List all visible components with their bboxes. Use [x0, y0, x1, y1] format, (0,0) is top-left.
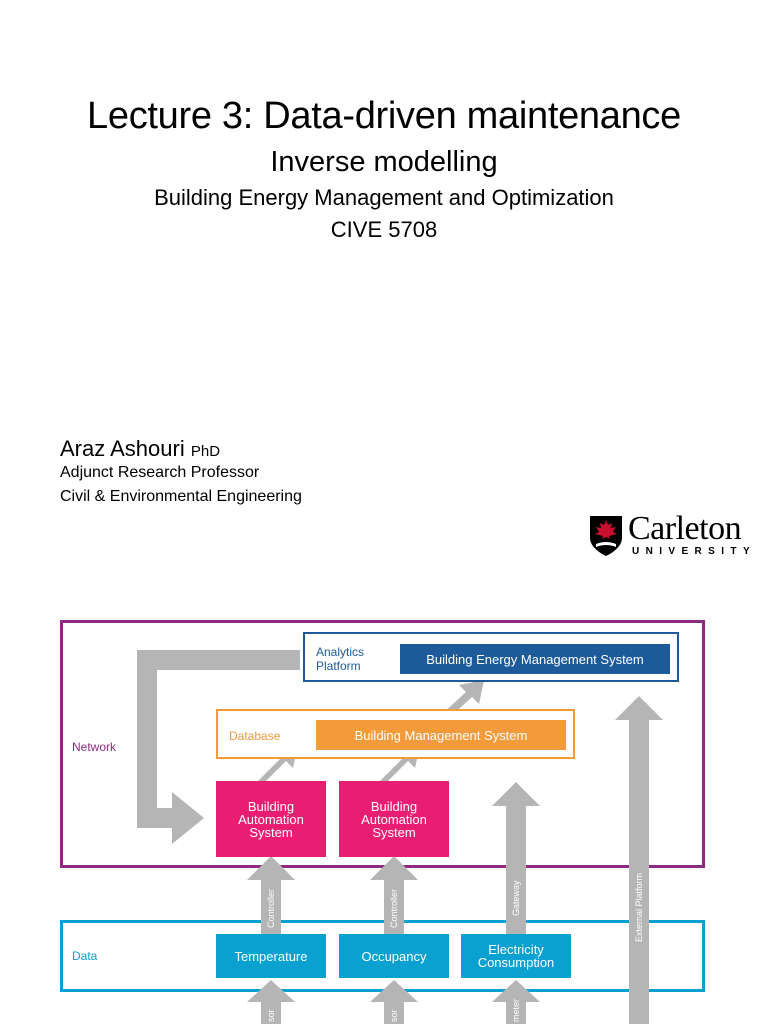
author-name-line: Araz Ashouri PhD	[60, 436, 220, 462]
external-platform-label: External Platform	[634, 873, 644, 942]
course-code: CIVE 5708	[330, 217, 438, 242]
author-name: Araz Ashouri	[60, 436, 185, 461]
slide-title: Lecture 3: Data-driven maintenance	[87, 95, 681, 137]
bems-box: Building Energy Management System	[400, 644, 670, 674]
analytics-platform-label: Analytics Platform	[316, 645, 365, 673]
database-label: Database	[229, 729, 281, 743]
author-role: Adjunct Research Professor	[60, 464, 260, 481]
electricity-label: Electricity Consumption	[477, 942, 555, 970]
controller-arrow-2	[370, 856, 418, 934]
sensor-arrow-2	[370, 980, 418, 1024]
meter-label: meter	[511, 999, 521, 1022]
electricity-consumption-box: Electricity Consumption	[461, 934, 571, 978]
gateway-arrow	[492, 782, 540, 934]
author-department: Civil & Environmental Engineering	[60, 488, 302, 505]
sensor-label-2: sor	[389, 1009, 399, 1022]
author-degree: PhD	[190, 443, 221, 460]
gateway-label: Gateway	[511, 880, 521, 916]
logo-subtext: UNIVERSITY	[632, 546, 757, 557]
feedback-arrow	[137, 650, 300, 844]
controller-label-1: Controller	[266, 889, 276, 928]
data-label: Data	[72, 949, 98, 963]
logo-wordmark: Carleton	[628, 510, 742, 547]
controller-label-2: Controller	[389, 889, 399, 928]
shield-icon	[590, 516, 622, 556]
course-name: Building Energy Management and Optimizat…	[154, 185, 614, 210]
building-automation-system-2: Building Automation System	[339, 781, 449, 857]
controller-arrow-1	[247, 856, 295, 934]
occupancy-box: Occupancy	[339, 934, 449, 978]
bas1-label: Building Automation System	[238, 798, 304, 840]
sensor-arrow-1	[247, 980, 295, 1024]
network-label: Network	[72, 740, 117, 754]
bms-box: Building Management System	[316, 720, 566, 750]
bas2-label: Building Automation System	[361, 798, 427, 840]
temperature-box: Temperature	[216, 934, 326, 978]
network-zone	[60, 620, 705, 868]
sensor-label-1: sor	[266, 1009, 276, 1022]
slide-subtitle: Inverse modelling	[270, 146, 498, 178]
meter-arrow	[492, 980, 540, 1024]
external-platform-arrow	[615, 696, 663, 1024]
data-zone	[60, 920, 705, 992]
building-automation-system-1: Building Automation System	[216, 781, 326, 857]
university-logo: Carleton UNIVERSITY	[588, 510, 763, 562]
